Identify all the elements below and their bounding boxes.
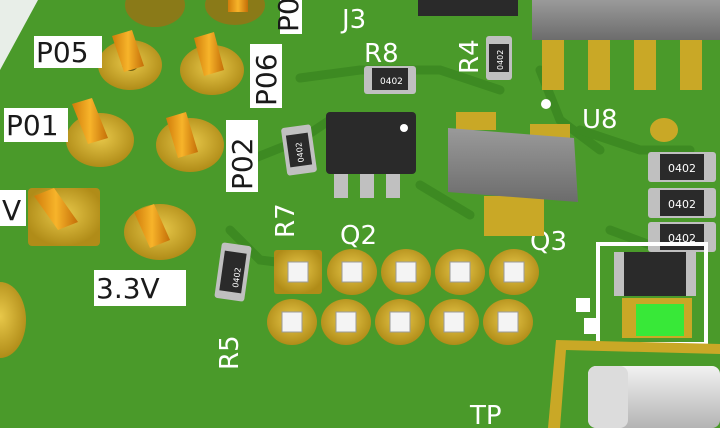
capacitor-stack: 0402 0402 0402 bbox=[648, 152, 716, 252]
label-p02: P02 bbox=[226, 137, 259, 190]
header-pin-square bbox=[335, 311, 357, 333]
led-lens bbox=[636, 304, 684, 336]
label-v: V bbox=[2, 194, 21, 227]
label-r4: R4 bbox=[455, 39, 485, 74]
pin-p02 bbox=[166, 112, 198, 158]
r4-marking: 0402 bbox=[496, 50, 505, 70]
resistor-r7: 0402 bbox=[281, 124, 317, 176]
header-pin-square bbox=[389, 311, 411, 333]
transistor-q2 bbox=[326, 112, 416, 198]
resistor-r5: 0402 bbox=[214, 242, 252, 302]
silk-labels: J3 R8 R4 R7 R5 Q2 Q3 U8 TP bbox=[215, 5, 618, 428]
cap1-marking: 0402 bbox=[668, 162, 696, 175]
r5-marking: 0402 bbox=[231, 267, 243, 288]
tp-connector bbox=[548, 340, 720, 428]
label-3v3: 3.3V bbox=[96, 272, 160, 305]
silk-label-boxed-text: P05 P01 V 3.3V P06 P02 P0 bbox=[2, 0, 305, 305]
pin-v bbox=[34, 188, 78, 230]
header-2x5 bbox=[267, 249, 539, 345]
cap3-marking: 0402 bbox=[668, 232, 696, 245]
r8-marking: 0402 bbox=[380, 77, 403, 87]
pad-top-1 bbox=[125, 0, 185, 27]
u8-chip bbox=[532, 0, 720, 142]
label-r5: R5 bbox=[215, 335, 245, 370]
header-pin-square bbox=[341, 261, 363, 283]
label-p0-top: P0 bbox=[272, 0, 305, 32]
header-pin-square bbox=[281, 311, 303, 333]
header-pin-square bbox=[497, 311, 519, 333]
r7-marking: 0402 bbox=[294, 142, 306, 163]
label-p01: P01 bbox=[6, 109, 59, 142]
pin-3v3 bbox=[134, 204, 170, 248]
label-q2: Q2 bbox=[340, 221, 377, 251]
header-pin-square bbox=[449, 261, 471, 283]
header-pin-square bbox=[443, 311, 465, 333]
resistor-r4: 0402 bbox=[486, 36, 512, 80]
header-pin-square bbox=[395, 261, 417, 283]
j3-connector bbox=[418, 0, 518, 16]
resistor-r8: 0402 bbox=[364, 66, 416, 94]
transistor-q3 bbox=[448, 112, 578, 236]
label-r7: R7 bbox=[271, 203, 301, 238]
label-j3: J3 bbox=[340, 5, 366, 35]
label-r8: R8 bbox=[364, 39, 399, 69]
pad-top-2 bbox=[205, 0, 265, 25]
pin-p05 bbox=[112, 30, 144, 72]
board-corner bbox=[0, 0, 38, 70]
header-pin-square bbox=[287, 261, 309, 283]
label-u8: U8 bbox=[582, 105, 618, 135]
header-pin-square bbox=[503, 261, 525, 283]
pin-top-2 bbox=[228, 0, 248, 12]
silk-label-boxes bbox=[0, 0, 302, 306]
label-tp: TP bbox=[469, 401, 502, 428]
led-component bbox=[576, 242, 708, 346]
label-p06: P06 bbox=[250, 53, 283, 106]
pin-p01 bbox=[72, 98, 108, 144]
label-p05: P05 bbox=[36, 36, 89, 69]
pin-p06 bbox=[194, 32, 224, 76]
header-pins bbox=[34, 0, 248, 248]
cap2-marking: 0402 bbox=[668, 198, 696, 211]
pad-left-edge bbox=[0, 282, 26, 358]
